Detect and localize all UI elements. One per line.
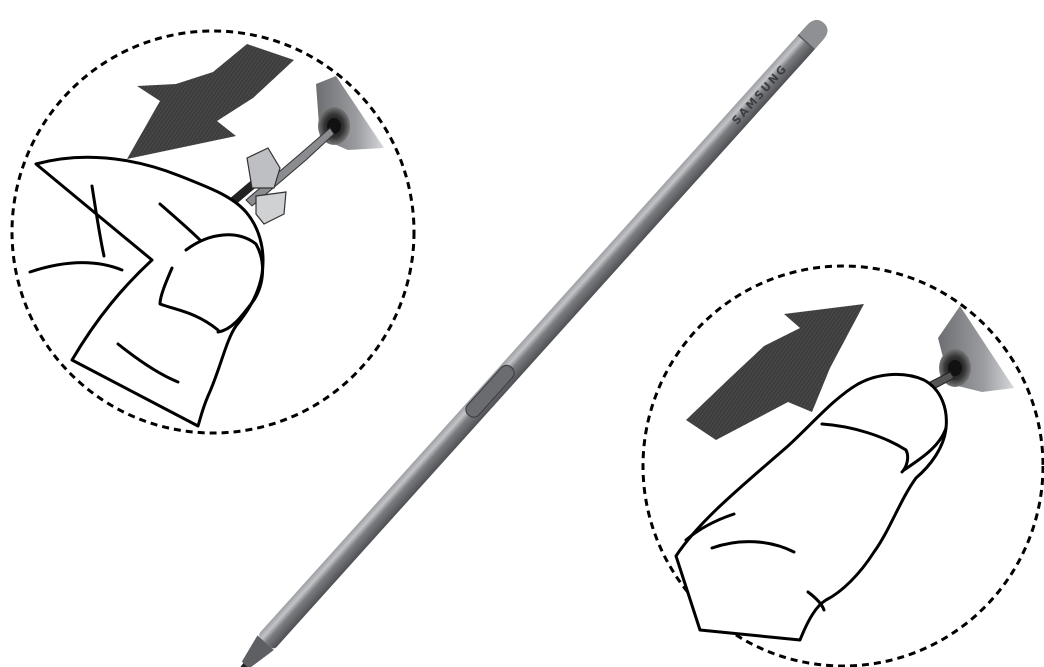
pen-brand-label: SAMSUNG xyxy=(730,62,791,128)
insert-nib-callout xyxy=(643,266,1043,666)
pull-out-arrow xyxy=(127,44,294,159)
remove-nib-callout xyxy=(12,31,414,433)
pen-side-button xyxy=(463,362,517,420)
left-hand xyxy=(36,157,263,426)
